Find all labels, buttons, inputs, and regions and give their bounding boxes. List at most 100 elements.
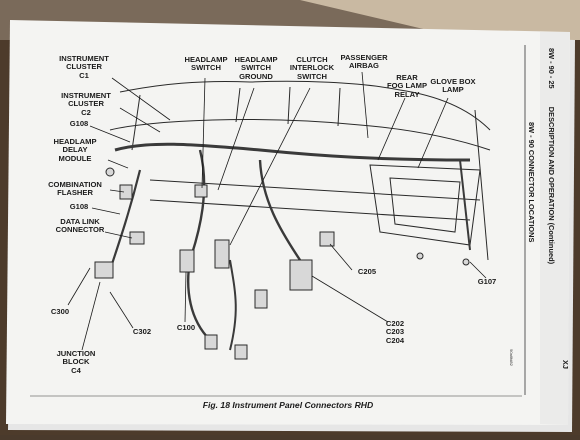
lower-branch bbox=[229, 259, 237, 351]
header-model: XJ bbox=[561, 360, 570, 370]
label-c302: C302 bbox=[128, 327, 156, 336]
right-side-panel bbox=[474, 109, 489, 261]
label-line: LAMP bbox=[442, 85, 464, 95]
label-line: INSTRUMENT bbox=[61, 91, 111, 100]
label-data-link-connector: DATA LINK CONNECTOR bbox=[52, 217, 108, 235]
connector-clutch bbox=[214, 239, 230, 269]
leader-c300 bbox=[67, 267, 91, 306]
label-c205: C205 bbox=[352, 267, 382, 276]
g108-ground-top bbox=[105, 167, 115, 177]
dash-vents bbox=[235, 86, 341, 127]
label-junction-block: JUNCTION BLOCK C4 bbox=[48, 349, 104, 375]
leader-g107 bbox=[469, 261, 487, 279]
dash-mid-outline bbox=[109, 119, 491, 151]
label-line: C100 bbox=[176, 323, 196, 332]
leader-clutch bbox=[229, 87, 311, 246]
label-line: RELAY bbox=[394, 89, 420, 99]
center-harness bbox=[258, 159, 301, 261]
manual-page bbox=[6, 20, 570, 425]
leader-hdm bbox=[107, 159, 129, 169]
connector-junction bbox=[94, 261, 114, 279]
label-line: BLOCK bbox=[62, 357, 90, 367]
connector-headlamp-switch bbox=[194, 184, 208, 198]
label-line: GLOVE BOX bbox=[430, 77, 476, 86]
connector-lower-3 bbox=[254, 289, 268, 309]
connector-c205 bbox=[319, 231, 335, 247]
label-headlamp-switch-ground: HEADLAMP SWITCH GROUND bbox=[230, 55, 282, 81]
figure-caption: Fig. 18 Instrument Panel Connectors RHD bbox=[202, 400, 374, 410]
label-line: G108 bbox=[69, 202, 89, 211]
label-c100: C100 bbox=[172, 323, 200, 332]
label-instrument-cluster-c2: INSTRUMENT CLUSTER C2 bbox=[58, 91, 114, 117]
label-line: COMBINATION bbox=[48, 180, 102, 189]
label-line: PASSENGER bbox=[340, 53, 388, 62]
label-c202-c203-c204: C202 C203 C204 bbox=[380, 319, 410, 345]
leader-c205 bbox=[329, 243, 353, 271]
label-line: C204 bbox=[385, 335, 405, 345]
leader-flasher bbox=[109, 189, 125, 193]
connector-flasher bbox=[119, 184, 133, 200]
header-title: DESCRIPTION AND OPERATION (Continued) bbox=[547, 106, 556, 265]
leader-fog-relay bbox=[377, 97, 406, 161]
left-side-panel bbox=[131, 94, 141, 151]
leader-dlc bbox=[104, 231, 133, 239]
leader-lines bbox=[67, 71, 487, 351]
label-g108-top: G108 bbox=[66, 119, 92, 128]
label-line: CONNECTOR bbox=[55, 225, 105, 235]
label-line: FLASHER bbox=[57, 188, 93, 198]
label-line: AIRBAG bbox=[349, 61, 379, 71]
leader-ic-c2 bbox=[119, 107, 161, 133]
figure-code: 90a6fd82 bbox=[508, 349, 514, 366]
label-line: C1 bbox=[79, 70, 89, 80]
label-line: C4 bbox=[71, 365, 81, 375]
leader-airbag bbox=[361, 71, 369, 139]
label-line: INTERLOCK bbox=[289, 63, 335, 73]
label-line: FOG LAMP bbox=[386, 81, 428, 91]
label-line: SWITCH bbox=[297, 71, 327, 81]
label-instrument-cluster-c1: INSTRUMENT CLUSTER C1 bbox=[52, 54, 116, 80]
label-line: C300 bbox=[50, 307, 70, 316]
label-line: GROUND bbox=[239, 71, 273, 81]
label-line: CLUSTER bbox=[68, 99, 104, 109]
label-headlamp-delay-module: HEADLAMP DELAY MODULE bbox=[42, 137, 108, 163]
leader-g108-bottom bbox=[91, 207, 121, 215]
connector-lower-1 bbox=[204, 334, 218, 350]
label-line: INSTRUMENT bbox=[59, 54, 109, 63]
leader-headlamp-switch bbox=[201, 77, 206, 189]
label-rear-fog-lamp-relay: REAR FOG LAMP RELAY bbox=[382, 73, 432, 99]
label-line: DATA LINK bbox=[60, 217, 100, 226]
label-passenger-airbag: PASSENGER AIRBAG bbox=[336, 53, 392, 71]
label-g108-bottom: G108 bbox=[66, 202, 92, 211]
leader-g108-top bbox=[89, 125, 131, 143]
connector-lower-2 bbox=[234, 344, 248, 360]
label-line: JUNCTION bbox=[56, 349, 96, 358]
main-harness bbox=[114, 142, 471, 162]
left-harness bbox=[108, 169, 142, 271]
label-line: C202 bbox=[385, 319, 405, 328]
label-clutch-interlock-switch: CLUTCH INTERLOCK SWITCH bbox=[284, 55, 340, 81]
g107-ground bbox=[462, 258, 470, 266]
label-c300: C300 bbox=[46, 307, 74, 316]
label-headlamp-switch: HEADLAMP SWITCH bbox=[182, 55, 230, 73]
leader-c100 bbox=[184, 271, 187, 323]
label-line: MODULE bbox=[58, 153, 92, 163]
connector-c100 bbox=[179, 249, 195, 273]
label-line: REAR bbox=[396, 73, 418, 82]
connector-dlc bbox=[129, 231, 145, 245]
label-line: G107 bbox=[477, 277, 497, 286]
connector-block-center bbox=[289, 259, 313, 291]
label-line: HEADLAMP bbox=[53, 137, 97, 146]
label-line: C205 bbox=[357, 267, 377, 276]
leader-glovebox-lamp bbox=[417, 97, 449, 169]
instrument-panel-drawing bbox=[94, 80, 491, 360]
label-line: G108 bbox=[69, 119, 89, 128]
label-line: SWITCH bbox=[191, 63, 221, 73]
header-section: 8W - 90 - 25 bbox=[547, 48, 556, 89]
section-subtitle: 8W - 90 CONNECTOR LOCATIONS bbox=[526, 122, 536, 322]
background-cloth bbox=[300, 0, 580, 40]
leader-c302 bbox=[109, 291, 134, 329]
label-line: HEADLAMP bbox=[184, 55, 228, 64]
right-harness bbox=[459, 159, 471, 251]
dash-top-outline bbox=[119, 80, 491, 131]
